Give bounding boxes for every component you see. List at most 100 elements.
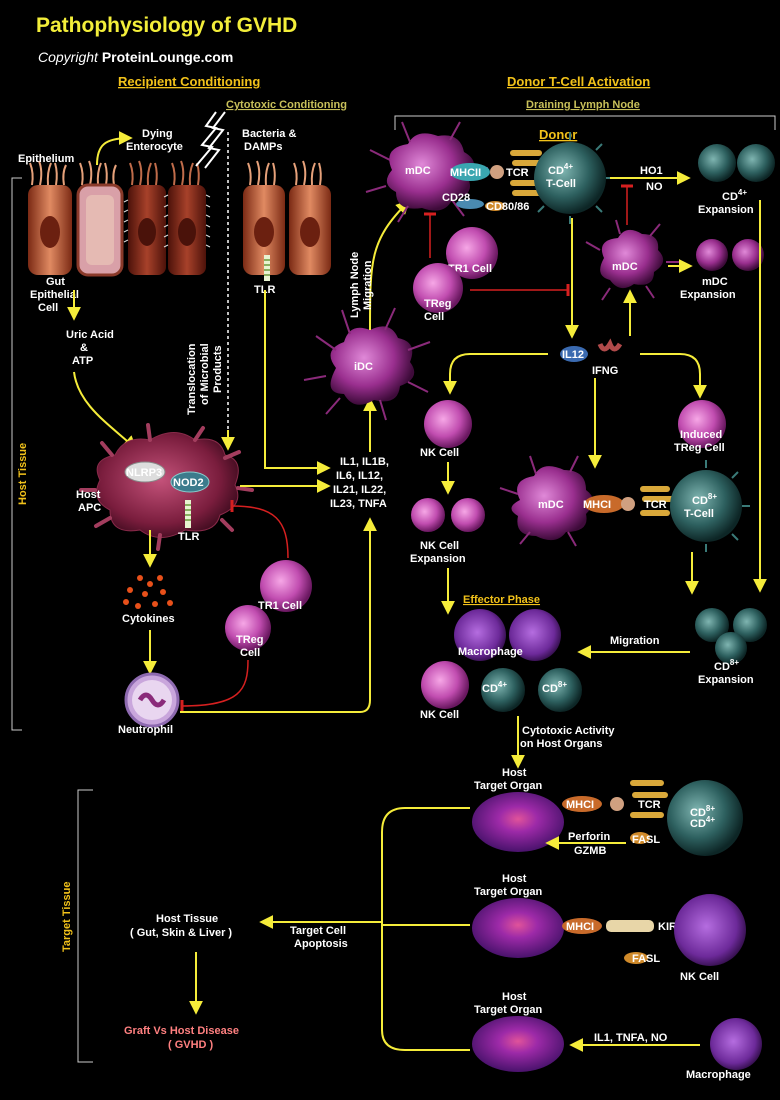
host-tissue-label: Host Tissue [17, 443, 29, 505]
target-tissue-label: Target Tissue [61, 881, 73, 952]
donor-label: Donor [539, 127, 577, 142]
il12-label: IL12 [562, 349, 584, 361]
host-tissue-bracket [11, 177, 22, 731]
host-target-organ-2-label: Host Target Organ [474, 873, 543, 898]
host-target-organ-1-icon [472, 792, 564, 852]
cd28-label: CD28 [442, 192, 470, 204]
cd8-effector-icon [538, 668, 582, 712]
mdc-expansion-cell-2 [732, 239, 764, 271]
cytokines-label: Cytokines [122, 613, 175, 625]
radiation-lightning-icon [195, 111, 218, 167]
treg-cell-left-icon [225, 605, 271, 651]
mdc-top-label: mDC [405, 165, 431, 177]
fasl-organ-2-label: FASL [632, 953, 660, 965]
fasl-organ-2-icon [624, 952, 648, 964]
host-tissue-organ-label: Host Tissue ( Gut, Skin & Liver ) [130, 913, 232, 939]
cytotoxic-activity-label: Cytotoxic Activity on Host Organs [520, 725, 618, 750]
nk-cell-icon [424, 400, 472, 448]
mdc-expansion-cell-1 [696, 239, 728, 271]
induced-treg-label: Induced TReg Cell [674, 429, 725, 454]
mhci-lower-label: MHCI [583, 499, 611, 511]
cd8-cd4-label: CD8+ CD4+ [690, 802, 718, 830]
host-apc-label: Host APC [76, 489, 104, 514]
cd8-expansion-cell-3 [715, 632, 747, 664]
subheading-draining-lymph-node: Draining Lymph Node [526, 99, 640, 111]
mdc-expansion-label: mDC Expansion [680, 276, 736, 301]
target-cell-apoptosis-label: Target Cell Apoptosis [290, 925, 349, 950]
nk-expansion-cell-2 [451, 498, 485, 532]
nlrp3-label: NLRP3 [126, 467, 162, 479]
dying-enterocyte-label: Dying Enterocyte [126, 128, 183, 153]
copyright: Copyright ProteinLounge.com [38, 49, 233, 65]
neutrophil-icon [124, 672, 180, 728]
mhci-organ-2-label: MHCI [566, 921, 594, 933]
host-target-organ-1-label: Host Target Organ [474, 767, 543, 792]
tlr-receptor-icon [264, 255, 270, 281]
nk-cell-label: NK Cell [420, 447, 459, 459]
tcr-lower-label: TCR [644, 499, 667, 511]
heading-donor-activation: Donor T-Cell Activation [507, 74, 650, 89]
cd4-expansion-cell-1 [698, 144, 736, 182]
cd8-t-cell-icon [670, 460, 750, 552]
induced-treg-icon [678, 400, 726, 448]
cd28-icon [456, 199, 484, 209]
mdc-lower-label: mDC [538, 499, 564, 511]
il12-icon [560, 346, 588, 362]
macrophage-organ-label: Macrophage [686, 1069, 751, 1081]
tlr-label-apc: TLR [178, 531, 199, 543]
arrow-neutrophil-to-cytokine-list [180, 517, 377, 713]
arrow-ifng-to-induced-treg [640, 353, 707, 399]
heading-recipient-conditioning: Recipient Conditioning [118, 74, 260, 89]
host-apc-icon [79, 423, 254, 551]
macrophage-effector-1 [454, 609, 506, 661]
cd8-t-cell-label: CD8+ T-Cell [684, 490, 720, 520]
treg-cell-left-label: TReg Cell [236, 634, 267, 659]
page-title: Pathophysiology of GVHD [36, 14, 297, 37]
cd4-t-cell-label: CD4+ T-Cell [546, 160, 576, 190]
cd4-expansion-label: CD4+ Expansion [698, 186, 754, 216]
host-target-organ-2-icon [472, 898, 564, 958]
idc-icon [303, 307, 431, 421]
nk-expansion-cell-1 [411, 498, 445, 532]
arrow-tlr-to-cytokines [264, 290, 331, 475]
apoptosis-bracket-line [381, 807, 470, 1051]
mhci-organ-1-icon [562, 796, 602, 812]
mdc-right-icon [585, 219, 680, 301]
mhcii-label: MHCII [450, 167, 481, 179]
cd8-expansion-label: CD8+ Expansion [698, 656, 754, 686]
lymph-node-migration-label: Lymph Node Migration [349, 249, 374, 318]
cytokine-list-label: IL1, IL1B, IL6, IL12, IL21, IL22, IL23, … [330, 456, 392, 510]
cd80-86-label: CD80/86 [486, 201, 529, 213]
mhci-organ-1-label: MHCI [566, 799, 594, 811]
kir-label: KIR [658, 921, 677, 933]
nk-cell-expansion-label: NK Cell Expansion [410, 540, 466, 565]
target-tissue-bracket [77, 789, 93, 1063]
tcr-lower-icon [640, 486, 674, 516]
host-target-organ-3-icon [472, 1016, 564, 1072]
uric-acid-atp-label: Uric Acid & ATP [66, 329, 117, 367]
host-target-organ-3-label: Host Target Organ [474, 991, 543, 1016]
treg-cell-center-icon [413, 263, 463, 313]
ho1-label: HO1 [640, 165, 663, 177]
cytokines-dots-icon [123, 575, 173, 609]
tcr-organ-1-label: TCR [638, 799, 661, 811]
neutrophil-label: Neutrophil [118, 724, 173, 736]
nk-cell-organ-icon [674, 894, 746, 966]
macrophage-effector-2 [509, 609, 561, 661]
cd8-cd4-t-cell-icon [667, 780, 743, 856]
bacteria-damps-label: Bacteria & DAMPs [242, 128, 299, 153]
gut-epithelial-cell-label: Gut Epithelial Cell [30, 276, 82, 314]
kir-icon [606, 920, 654, 932]
mdc-right-label: mDC [612, 261, 638, 273]
macrophage-organ-icon [710, 1018, 762, 1070]
mhcii-top-icon [450, 163, 490, 181]
cd8-expansion-cell-2 [733, 608, 767, 642]
tcr-top-label: TCR [506, 167, 529, 179]
cd8-expansion-cell-1 [695, 608, 729, 642]
cd4-expansion-cell-2 [737, 144, 775, 182]
idc-label: iDC [354, 361, 373, 373]
arrow-uric-to-apc [73, 371, 138, 450]
nod2-label: NOD2 [173, 477, 204, 489]
